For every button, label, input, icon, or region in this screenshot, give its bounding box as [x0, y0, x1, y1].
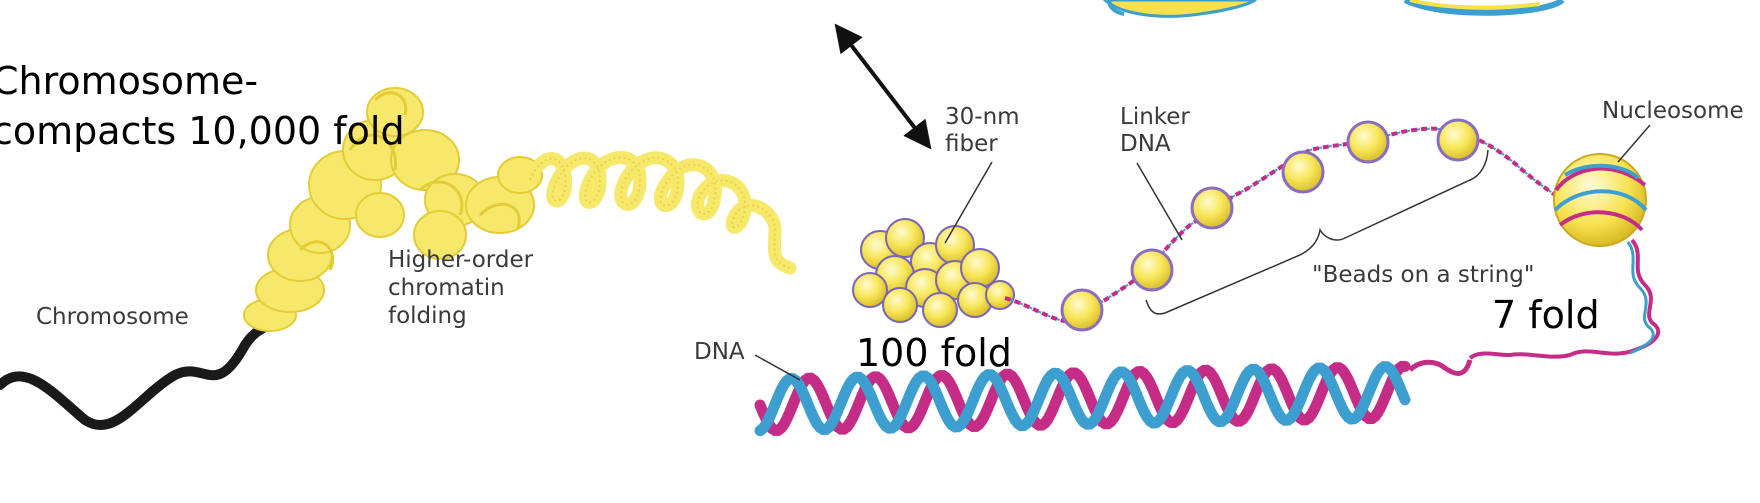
- chromatin-coil: [523, 151, 797, 275]
- label-beads-on-a-string: "Beads on a string": [1312, 262, 1535, 288]
- top-cropped-shapes: [1102, 0, 1565, 18]
- nucleosome-beads: [1060, 118, 1480, 332]
- headline-line1: Chromosome-: [0, 59, 259, 103]
- label-chromosome: Chromosome: [36, 304, 189, 330]
- dna-double-helix: [754, 359, 1473, 437]
- headline-line2: compacts 10,000 fold: [0, 109, 405, 153]
- label-100-fold: 100 fold: [856, 331, 1012, 375]
- label-7-fold: 7 fold: [1492, 293, 1600, 337]
- chromatin-folds: [298, 91, 521, 271]
- label-linker-dna-1: Linker: [1120, 104, 1190, 130]
- nucleosome-large: [1553, 153, 1648, 247]
- label-higher-order-2: chromatin: [388, 275, 505, 301]
- label-30nm-fiber-1: 30-nm: [945, 104, 1020, 130]
- fiber-30nm-cluster: [852, 218, 1015, 328]
- double-arrow: [834, 23, 932, 150]
- higher-order-chromatin: [243, 87, 543, 332]
- label-dna: DNA: [694, 339, 745, 365]
- label-linker-dna-2: DNA: [1120, 131, 1171, 157]
- label-higher-order-1: Higher-order: [388, 247, 534, 273]
- label-30nm-fiber-2: fiber: [945, 131, 998, 157]
- label-higher-order-3: folding: [388, 303, 467, 329]
- label-nucleosome: Nucleosome: [1602, 98, 1744, 124]
- chromosome-strand: [0, 317, 277, 430]
- pointer-lines: [754, 124, 1651, 381]
